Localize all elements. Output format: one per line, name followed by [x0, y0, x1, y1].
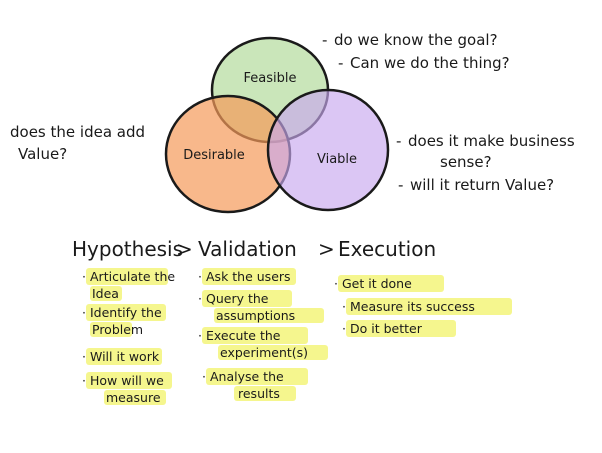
list-execution: · Get it done · Measure its success · Do…	[334, 276, 475, 336]
note-add-value: does the idea add	[10, 123, 145, 141]
bullet: ·	[82, 349, 86, 364]
list-item: Idea	[92, 286, 119, 301]
list-item: Analyse the	[210, 369, 284, 384]
bullet: ·	[198, 269, 202, 284]
bullet: ·	[342, 321, 346, 336]
list-item: Problem	[92, 322, 143, 337]
circle-viable	[266, 88, 390, 212]
label-desirable: Desirable	[183, 148, 245, 163]
list-item: Query the	[206, 291, 269, 306]
heading-validation: Validation	[198, 237, 297, 261]
note-return: will it return Value?	[410, 176, 554, 194]
bullet: ·	[82, 305, 86, 320]
list-item: How will we	[90, 373, 164, 388]
note-business: does it make business	[408, 132, 575, 150]
list-item: Execute the	[206, 328, 281, 343]
bullet: ·	[82, 373, 86, 388]
heading-hypothesis: Hypothesis	[72, 237, 183, 261]
list-item: Will it work	[90, 349, 160, 364]
heading-execution: Execution	[338, 237, 436, 261]
bullet: ·	[342, 299, 346, 314]
note-goal: do we know the goal?	[334, 31, 498, 49]
dash-top-2: -	[338, 54, 343, 72]
list-item: Do it better	[350, 321, 423, 336]
venn-circles	[164, 36, 390, 214]
list-item: Identify the	[90, 305, 162, 320]
list-item: Measure its success	[350, 299, 475, 314]
label-viable: Viable	[317, 152, 357, 167]
list-validation: · Ask the users · Query the assumptions …	[198, 269, 308, 401]
arrow-2: >	[318, 237, 335, 261]
list-item: results	[238, 386, 280, 401]
list-item: Ask the users	[206, 269, 291, 284]
list-hypothesis: · Articulate the Idea · Identify the Pro…	[82, 269, 175, 405]
list-item: experiment(s)	[220, 345, 308, 360]
dash-top: -	[322, 31, 327, 49]
highlights	[86, 268, 512, 405]
note-sense: sense?	[440, 153, 492, 171]
label-feasible: Feasible	[244, 71, 297, 86]
arrow-1: >	[176, 237, 193, 261]
bullet: ·	[198, 328, 202, 343]
list-item: Get it done	[342, 276, 412, 291]
bullet: ·	[198, 291, 202, 306]
list-item: measure	[106, 390, 161, 405]
bullet: ·	[202, 369, 206, 384]
bullet: ·	[82, 269, 86, 284]
dash-mid: -	[396, 132, 401, 150]
dash-mid-2: -	[398, 176, 403, 194]
list-item: assumptions	[216, 308, 295, 323]
note-do-thing: Can we do the thing?	[350, 54, 510, 72]
bullet: ·	[334, 276, 338, 291]
list-item: Articulate the	[90, 269, 175, 284]
note-value: Value?	[18, 145, 67, 163]
